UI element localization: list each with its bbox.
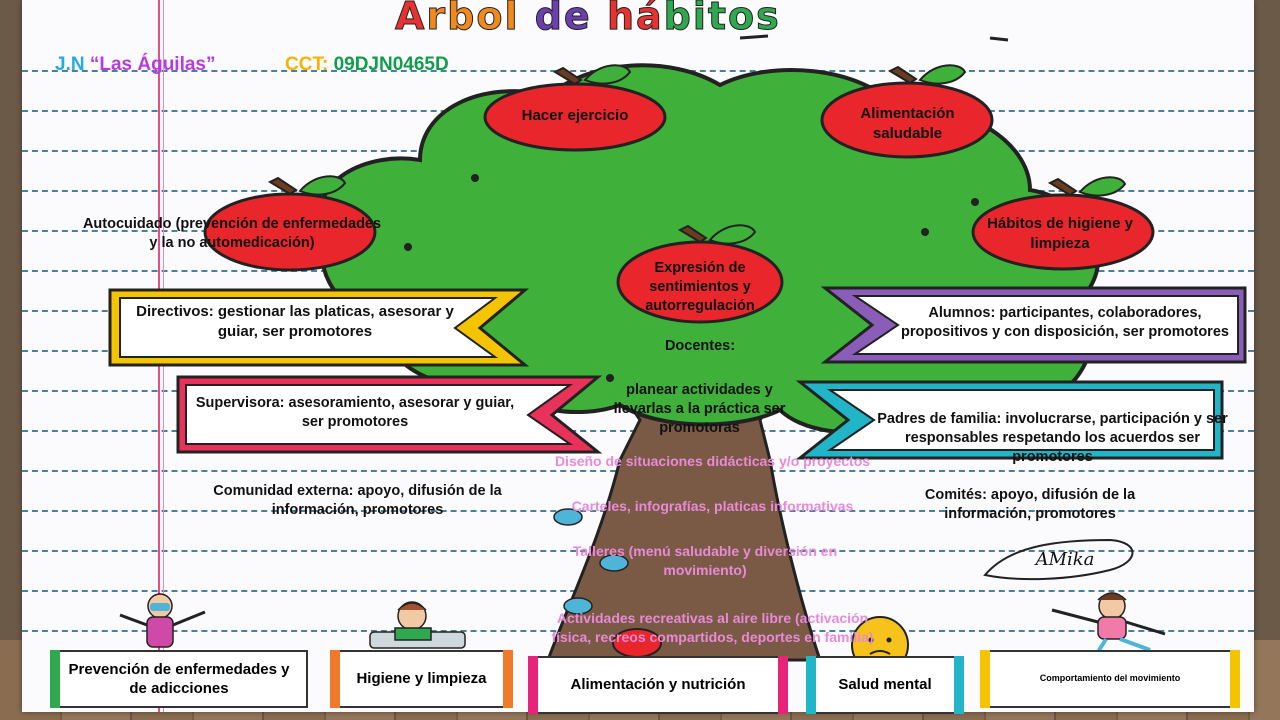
title-word: bitos <box>663 0 781 39</box>
tab-label: Alimentación y nutrición <box>570 676 746 694</box>
role-comites: Comités: apoyo, difusión de la informaci… <box>924 487 1136 522</box>
cct-value: 09DJN0465D <box>333 54 449 75</box>
bird <box>563 597 593 615</box>
banner-supervisora <box>176 375 603 454</box>
apple-label-hygiene: Hábitos de higiene y limpieza <box>987 215 1133 252</box>
role-docentes-text: planear actividades y llevarlas a la prá… <box>613 382 786 436</box>
tab-color-bar <box>980 650 990 708</box>
child-mask-figure <box>119 593 206 648</box>
tab-label: Salud mental <box>838 676 932 694</box>
tab-label: Prevención de enfermedades y de adiccion… <box>68 660 290 698</box>
trunk-item: Actividades recreativas al aire libre (a… <box>551 610 874 645</box>
role-alumnos: Alumnos: participantes, colaboradores, p… <box>901 305 1229 340</box>
apple-selfcare <box>203 175 377 272</box>
banner-padres <box>795 380 1224 460</box>
tab-color-bar <box>954 656 964 714</box>
bird <box>599 554 629 572</box>
banner-directivos <box>108 288 530 367</box>
tab-color-bar <box>50 650 60 708</box>
tab-color-bar <box>503 650 513 708</box>
apple-exercise <box>483 64 667 152</box>
trunk-item: Diseño de situaciones didácticas y/o pro… <box>554 453 871 469</box>
title-word: rbol <box>426 0 520 39</box>
tab-color-bar <box>528 656 538 714</box>
apple-label-selfcare: Autocuidado (prevención de enfermedades … <box>82 216 382 251</box>
cct-label: CCT: <box>285 54 329 75</box>
apple-label-food: Alimentación saludable <box>860 105 955 142</box>
category-tab-salud-mental: Salud mental <box>806 656 964 714</box>
role-directivos: Directivos: gestionar las platicas, ases… <box>136 303 454 340</box>
tab-color-bar <box>806 656 816 714</box>
title-word: há <box>606 0 664 39</box>
cct-code: CCT: 09DJN0465D <box>285 54 449 76</box>
role-comunidad: Comunidad externa: apoyo, difusión de la… <box>213 483 502 518</box>
category-tab-alimentacion: Alimentación y nutrición <box>528 656 788 714</box>
school-prefix: J.N <box>55 54 85 75</box>
child-girl-figure <box>1051 592 1166 654</box>
role-supervisora: Supervisora: asesoramiento, asesorar y g… <box>195 395 515 430</box>
role-padres: Padres de familia: involucrarse, partici… <box>877 411 1228 465</box>
school-name: J.N “Las Águilas” <box>55 54 216 76</box>
tab-label: Comportamiento del movimiento <box>1039 673 1181 684</box>
role-docentes-label: Docentes: <box>664 338 736 354</box>
title-word: de <box>534 0 592 39</box>
page-title: Árbol de hábitos <box>394 0 781 39</box>
trunk-item: Carteles, infografías, platicas informat… <box>571 498 854 514</box>
signature-loop <box>983 538 1134 581</box>
title-letter: Á <box>394 0 427 39</box>
apple-feelings <box>616 224 784 324</box>
tab-color-bar <box>330 650 340 708</box>
child-washing-figure <box>369 601 466 649</box>
tab-label: Higiene y limpieza <box>356 670 487 688</box>
category-tab-higiene: Higiene y limpieza <box>330 650 513 708</box>
school-title: “Las Águilas” <box>89 54 216 75</box>
signature: AMika <box>1035 549 1095 570</box>
bird <box>553 508 583 526</box>
apple-label-exercise: Hacer ejercicio <box>521 107 629 124</box>
banner-alumnos <box>820 286 1247 364</box>
tab-color-bar <box>778 656 788 714</box>
apple-hygiene <box>971 176 1155 271</box>
category-tab-prevencion: Prevención de enfermedades y de adiccion… <box>50 650 308 708</box>
apple-label-feelings: Expresión de sentimientos y autorregulac… <box>645 260 755 314</box>
apple-food <box>820 64 994 159</box>
trunk-item: Talleres (menú saludable y diversión en … <box>572 543 838 578</box>
category-tab-movimiento: Comportamiento del movimiento <box>980 650 1240 708</box>
tab-color-bar <box>1230 650 1240 708</box>
